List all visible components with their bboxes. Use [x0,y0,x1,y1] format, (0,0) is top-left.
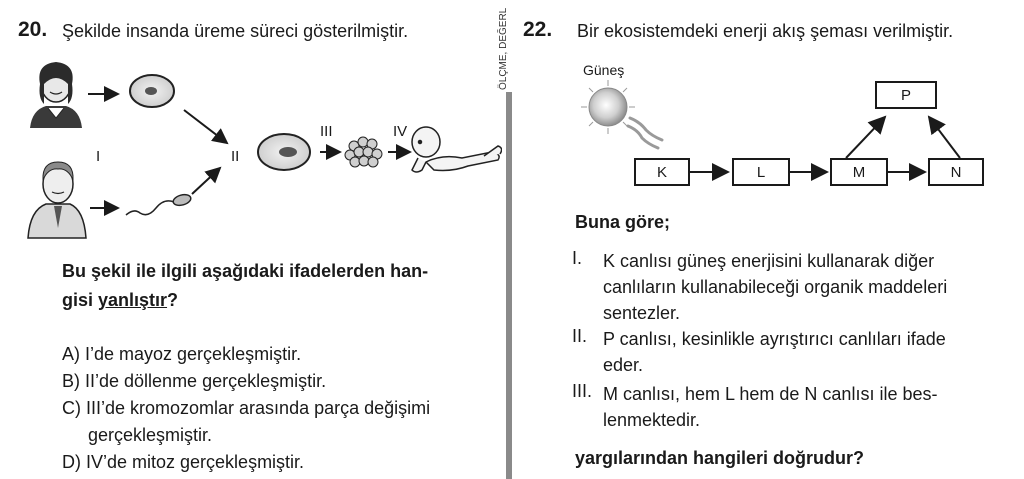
stem-line-2: gisi yanlıştır? [62,286,502,315]
arrow-m-to-p [845,115,887,159]
stem-line-2-pre: gisi [62,290,99,310]
label-IV: IV [393,123,408,140]
arrow-n-to-p [927,115,961,159]
box-p: P [875,81,937,109]
question-22-text: Bir ekosistemdeki enerji akış şeması ver… [577,21,954,41]
statement-3-line-1: M canlısı, hem L hem de N canlısı ile be… [603,384,938,404]
statement-2-number: II. [572,326,588,346]
statement-2-line-1: P canlısı, kesinlikle ayrıştırıcı canlıl… [603,329,946,349]
side-watermark-text: ÖLÇME, DEĞERL [498,7,509,90]
sun-label: Güneş [583,62,625,78]
statement-1: K canlısı güneş enerjisini kullanarak di… [603,248,947,326]
arrow-sperm-to-zygote [191,166,222,195]
energy-flow-arrows [689,115,961,181]
box-m: M [830,158,888,186]
question-22-heading: Buna göre; [575,212,671,232]
statement-2-line-2: eder. [603,355,644,375]
question-20-stem: Bu şekil ile ilgili aşağıdaki ifadelerde… [62,257,502,315]
arrow-egg-to-zygote [183,109,229,145]
box-l: L [732,158,790,186]
zygote-cell [257,133,311,171]
stem-underlined-word: yanlıştır [98,290,168,310]
label-II: II [231,148,240,165]
box-k: K [634,158,690,186]
reproduction-diagram [27,62,502,239]
statement-3-line-2: lenmektedir. [603,410,701,430]
label-I: I [96,148,101,165]
column-divider [506,92,512,479]
question-20-text: Şekilde insanda üreme süreci gösterilmiş… [62,21,409,41]
statement-1-line-2: canlıların kullanabileceği organik madde… [603,277,948,297]
sperm-cell [125,193,192,216]
sun-icon [581,80,664,150]
statement-1-line-1: K canlısı güneş enerjisini kullanarak di… [603,251,935,271]
morula-cluster [344,136,383,168]
option-a[interactable]: A) I’de mayoz gerçekleşmiştir. [62,344,302,364]
box-n: N [928,158,984,186]
stem-line-2-post: ? [167,290,179,310]
statement-3: M canlısı, hem L hem de N canlısı ile be… [603,381,937,433]
statement-1-line-3: sentezler. [603,303,681,323]
label-III: III [320,123,333,140]
baby-figure [411,126,502,173]
question-22-number: 22. [523,18,553,41]
statement-1-number: I. [572,248,583,268]
option-d[interactable]: D) IV’de mitoz gerçekleşmiştir. [62,452,305,472]
woman-figure [30,62,82,128]
question-22-prompt: yargılarından hangileri doğrudur? [575,448,865,468]
option-c[interactable]: C) III’de kromozomlar arasında parça değ… [62,398,431,418]
egg-cell [129,74,175,108]
statement-2: P canlısı, kesinlikle ayrıştırıcı canlıl… [603,326,946,378]
question-20-number: 20. [18,18,48,41]
man-figure [27,161,87,239]
side-watermark: ÖLÇME, DEĞERL [496,0,516,90]
option-b[interactable]: B) II’de döllenme gerçekleşmiştir. [62,371,327,391]
option-c-continuation: gerçekleşmiştir. [88,425,213,445]
statement-3-number: III. [572,381,593,401]
stem-line-1: Bu şekil ile ilgili aşağıdaki ifadelerde… [62,261,429,281]
